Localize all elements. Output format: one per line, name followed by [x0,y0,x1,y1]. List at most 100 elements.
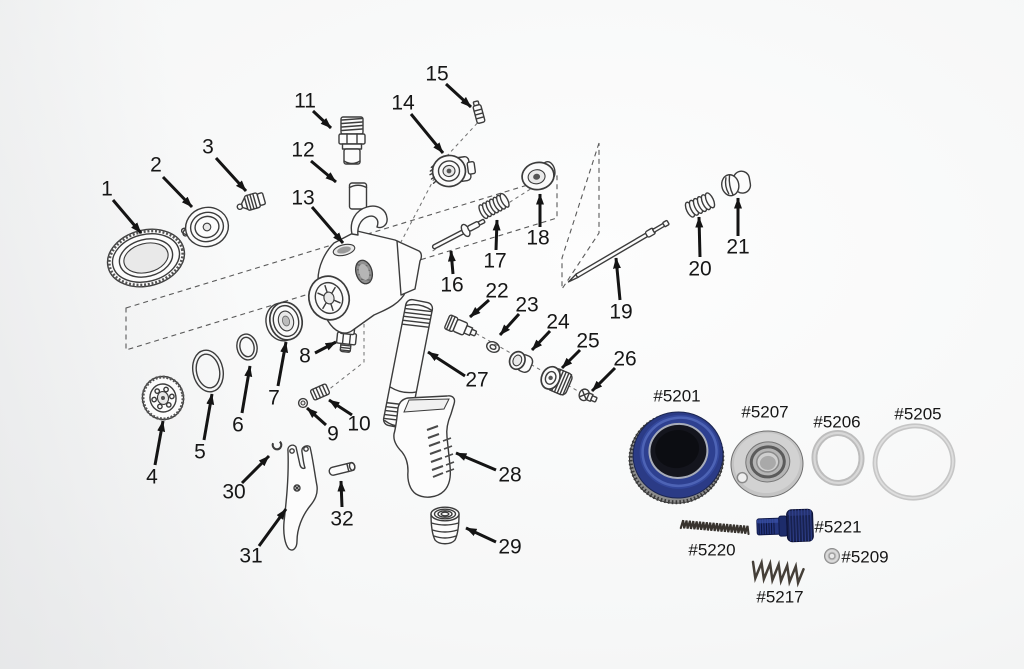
callout-number-5: 5 [194,441,206,464]
callout-number-2: 2 [150,154,162,177]
part-16-needle-collar [431,218,486,250]
callout-arrow-8 [314,340,337,355]
dashed-plane-aircap [125,175,558,351]
callout-arrow-13 [310,206,345,244]
callout-arrow-19 [613,257,622,301]
part-15-valve-stem-fitting [472,100,486,124]
kit-part-5206-o-ring [811,430,865,486]
axis-fluid-valve [317,303,365,399]
kit-part-number-label: #5220 [688,541,735,560]
callout-number-11: 11 [294,90,316,113]
callout-number-19: 19 [609,301,632,324]
part-9-packing-nut-small [297,397,309,409]
callout-arrow-5 [202,393,215,441]
callout-number-15: 15 [425,63,448,86]
callout-arrow-16 [447,250,456,275]
callout-number-27: 27 [465,369,488,392]
callout-number-8: 8 [299,345,311,368]
callout-number-24: 24 [546,311,570,334]
part-12-valve-sleeve [348,182,368,210]
callout-arrow-30 [240,454,271,485]
callout-arrow-28 [455,451,497,472]
part-19-fluid-needle [567,219,670,283]
part-23-o-ring-tiny [486,341,500,353]
callout-number-4: 4 [146,466,158,489]
callout-number-30: 30 [222,481,245,504]
callout-number-32: 32 [330,508,353,531]
kit-part-number-label: #5206 [813,413,860,432]
callout-number-3: 3 [202,136,214,159]
kit-part-5207-separator-flange [730,430,804,498]
part-5-o-ring-large [191,349,225,393]
callout-arrow-26 [590,366,617,393]
kit-part-number-label: #5221 [814,518,861,537]
callout-arrow-11 [311,109,333,130]
callout-number-9: 9 [327,423,339,446]
callout-arrow-4 [153,420,166,466]
part-3-fluid-nozzle [236,192,266,211]
part-6-o-ring-small [236,333,258,361]
callout-number-18: 18 [526,227,549,250]
callout-arrow-3 [214,156,248,193]
part-26-set-screw [578,388,598,403]
callout-arrow-20 [695,216,704,258]
callout-number-22: 22 [485,280,508,303]
callout-number-14: 14 [391,92,415,115]
kit-part-number-label: #5209 [841,548,888,567]
kit-label-layer: #5201#5207#5206#5205#5220#5221#5209#5217 [653,387,941,607]
part-4-baffle-disc [141,375,185,421]
kit-part-number-label: #5205 [894,405,941,424]
callout-arrow-29 [465,526,497,544]
kit-part-5220-fine-spring [679,519,750,535]
kit-part-5209-washer [824,548,840,564]
callout-number-23: 23 [515,294,538,317]
kit-part-5221-blue-thumb-screw [756,508,814,543]
callout-number-26: 26 [613,348,636,371]
callout-arrow-22 [468,298,491,319]
callout-arrow-23 [498,312,521,337]
part-11-air-inlet-fitting [338,116,366,165]
callout-number-17: 17 [483,250,506,273]
callout-arrow-31 [257,508,288,547]
callout-arrow-32 [337,480,346,508]
callout-number-7: 7 [268,387,280,410]
callout-arrow-6 [240,365,253,414]
part-1-air-cap-ring [106,228,186,288]
body-side-port [354,259,374,285]
part-20-needle-spring [684,192,716,218]
callout-arrow-12 [310,159,337,184]
callout-number-1: 1 [101,178,113,201]
body-front-boss [307,275,351,321]
part-13-gun-body [307,205,423,334]
callout-arrow-27 [427,350,466,378]
kit-part-5205-o-ring-large [872,423,956,501]
part-29-air-valve-assembly [430,506,460,545]
callout-number-12: 12 [291,139,314,162]
callout-number-25: 25 [576,330,599,353]
part-22-fluid-inlet-fitting [444,314,478,337]
part-14-air-valve [429,154,477,188]
kit-part-number-label: #5207 [741,403,788,422]
kit-part-5201-blue-retaining-ring [628,411,725,505]
callout-number-29: 29 [498,536,521,559]
callout-number-20: 20 [688,258,711,281]
callout-arrow-10 [328,398,353,417]
callout-arrow-17 [492,219,501,251]
callout-arrow-14 [409,113,445,154]
callout-number-16: 16 [440,274,463,297]
part-10-knurled-bushing [309,383,331,401]
kit-part-number-label: #5201 [653,387,700,406]
part-24-packing-nut [508,350,534,373]
part-2-air-cap [180,206,230,248]
part-21-adjusting-knob [721,170,752,197]
callout-number-10: 10 [347,413,370,436]
body-top-port [332,243,356,257]
callout-arrow-7 [276,341,289,387]
callout-number-28: 28 [498,464,521,487]
callout-arrow-2 [161,175,194,209]
part-25-knurled-cap [540,365,573,396]
part-17-spring-small [478,192,510,220]
